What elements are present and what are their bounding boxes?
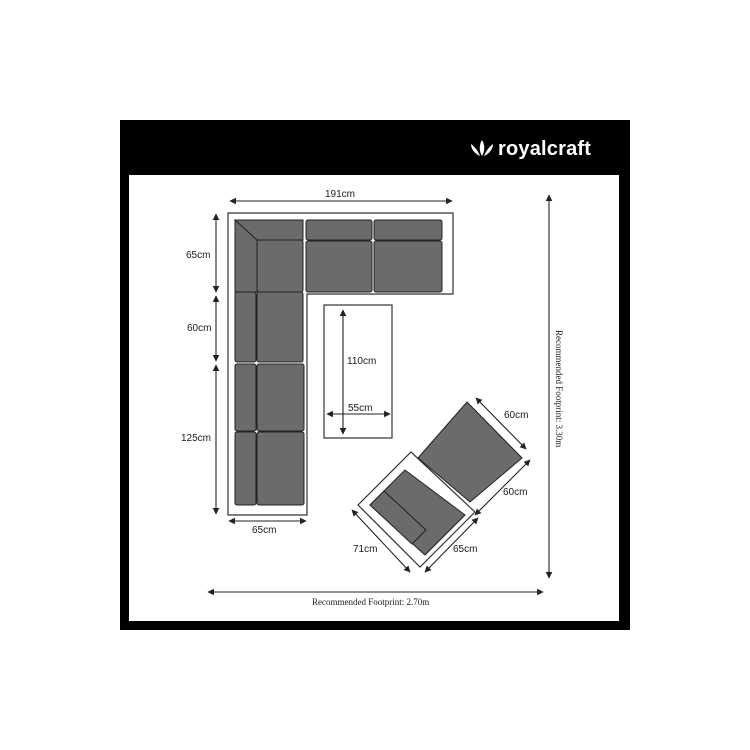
dim-corner-depth: 65cm xyxy=(186,250,210,261)
top-back-2 xyxy=(373,219,443,241)
corner-sofa xyxy=(227,212,454,516)
dim-left-depth: 65cm xyxy=(252,525,276,536)
left-back-2 xyxy=(234,363,257,432)
left-back-1 xyxy=(234,291,257,363)
left-seat-3 xyxy=(256,431,305,506)
left-seat-2 xyxy=(256,363,305,432)
corner-seat xyxy=(256,239,304,293)
left-back-3 xyxy=(234,431,257,506)
top-seat-2 xyxy=(373,240,443,293)
lotus-icon xyxy=(471,140,493,156)
dim-lounger-top: 60cm xyxy=(504,410,528,421)
coffee-table xyxy=(323,304,393,439)
dim-section-60: 60cm xyxy=(187,323,211,334)
top-seat-1 xyxy=(305,240,373,293)
dim-section-125: 125cm xyxy=(181,433,211,444)
dim-lounger-right: 60cm xyxy=(503,487,527,498)
corner-seat-wedge xyxy=(233,219,304,241)
dim-table-width: 55cm xyxy=(348,403,372,414)
dim-lounger-bottom-left: 71cm xyxy=(353,544,377,555)
dim-table-length: 110cm xyxy=(347,356,376,367)
left-seat-1 xyxy=(256,291,304,363)
dim-lounger-bottom-right: 65cm xyxy=(453,544,477,555)
brand-name: royalcraft xyxy=(498,138,591,160)
brand-logo: royalcraft xyxy=(471,138,591,160)
dimension-lines xyxy=(207,194,553,596)
footprint-depth-label: Recommended Footprint: 3.30m xyxy=(554,330,564,447)
top-back-1 xyxy=(305,219,373,241)
dim-corner-width: 191cm xyxy=(325,189,355,200)
footprint-width-label: Recommended Footprint: 2.70m xyxy=(312,597,429,607)
